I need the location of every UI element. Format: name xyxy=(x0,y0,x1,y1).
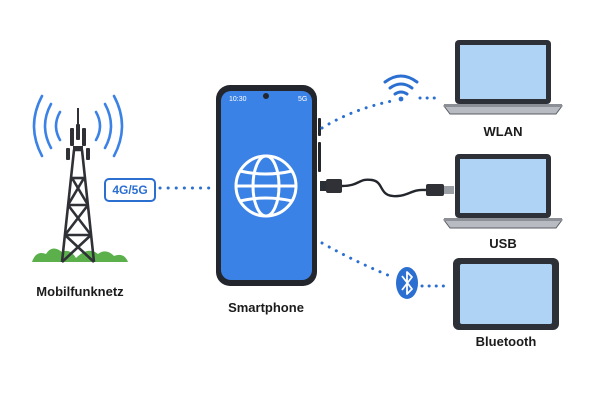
laptop-usb xyxy=(443,154,563,229)
usb-cable xyxy=(320,178,454,198)
tablet xyxy=(453,258,559,330)
smartphone-label: Smartphone xyxy=(228,300,304,315)
laptop-wlan xyxy=(443,40,563,115)
cell-tower xyxy=(32,94,128,263)
wlan-link xyxy=(320,99,394,130)
bluetooth-icon xyxy=(396,267,418,299)
signal-waves-icon xyxy=(32,94,124,158)
network-badge: 4G/5G xyxy=(104,178,156,202)
bluetooth-link xyxy=(320,241,392,278)
wifi-icon xyxy=(383,74,419,102)
status-network: 5G xyxy=(298,96,307,103)
usb-label: USB xyxy=(489,236,517,251)
smartphone: 10:30 5G xyxy=(216,85,321,286)
cellular-label: Mobilfunknetz xyxy=(36,284,124,299)
bluetooth-label: Bluetooth xyxy=(475,334,537,349)
globe-icon xyxy=(234,154,298,218)
status-time: 10:30 xyxy=(229,96,247,103)
wlan-label: WLAN xyxy=(483,124,523,139)
